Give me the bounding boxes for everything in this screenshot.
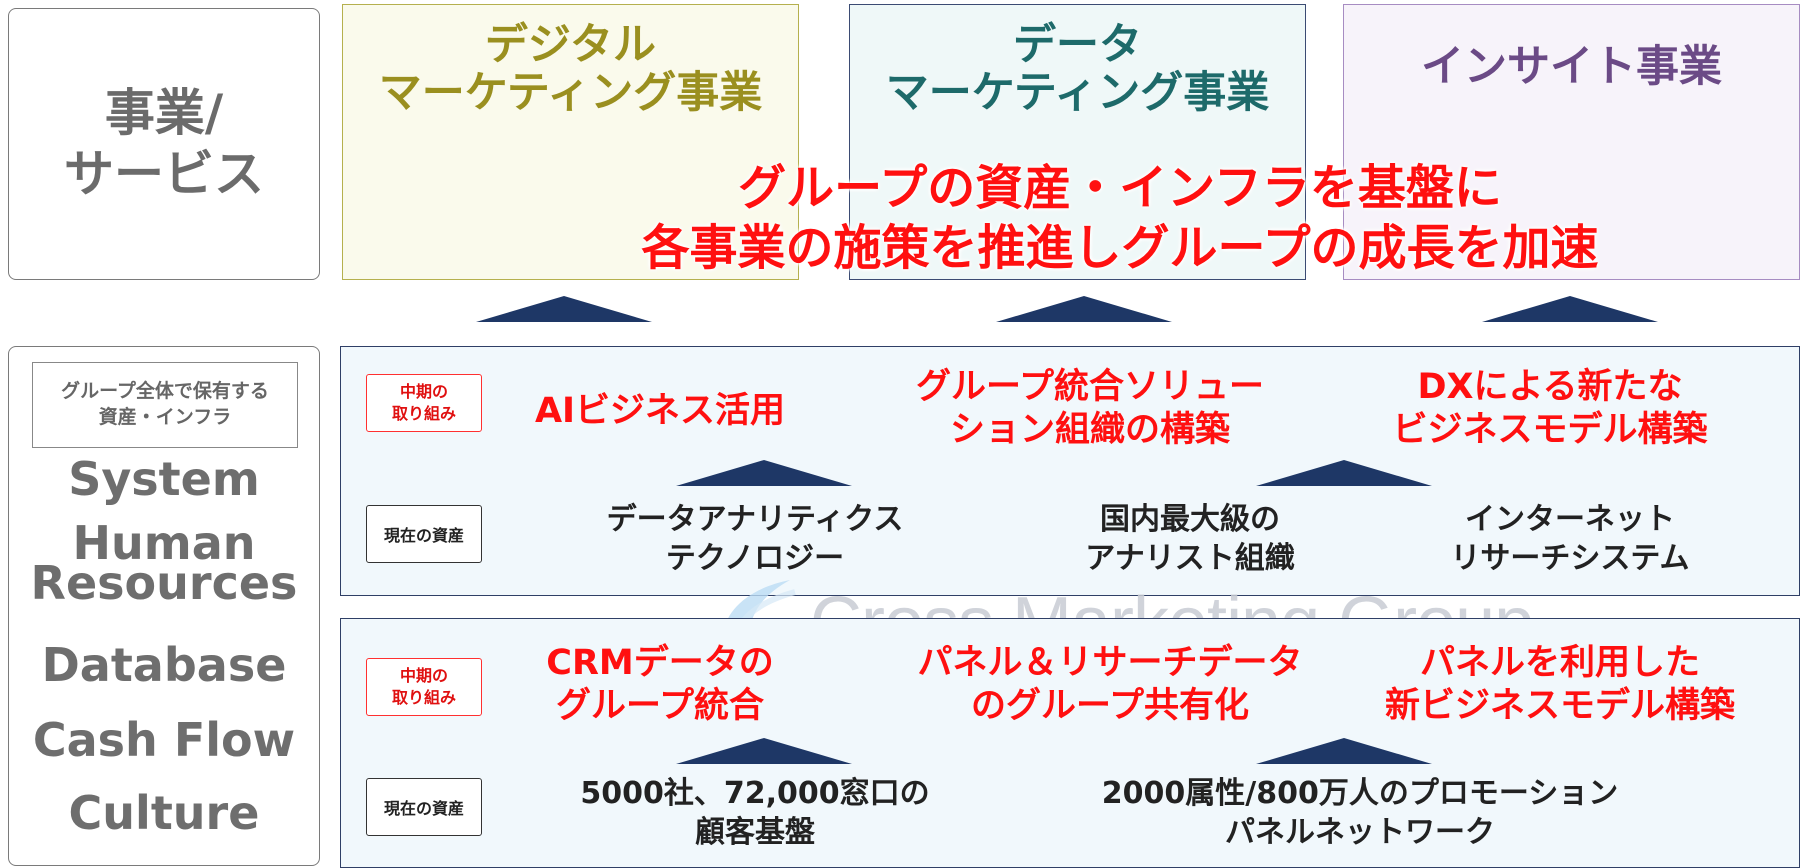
business-box-insight: インサイト事業 (1343, 4, 1800, 280)
current-asset-tag: 現在の資産 (366, 505, 482, 563)
initiative-text: DXによる新たな ビジネスモデル構築 (1392, 367, 1708, 450)
services-box: 事業/ サービス (8, 8, 320, 280)
asset-text: 5000社、72,000窓口の 顧客基盤 (580, 776, 930, 850)
business-title: データ マーケティング事業 (885, 20, 1270, 119)
up-arrow-icon (1482, 296, 1658, 322)
up-arrow-icon (1256, 460, 1432, 486)
message-line-2: 各事業の施策を推進しグループの成長を加速 (641, 220, 1599, 276)
up-arrow-icon (676, 738, 852, 764)
asset-text: インターネット リサーチシステム (1450, 502, 1690, 576)
resource-item: Culture (68, 786, 260, 840)
resource-item: Cash Flow (32, 713, 296, 767)
asset-text: データアナリティクス テクノロジー (606, 502, 904, 576)
message-line-1: グループの資産・インフラを基盤に (738, 160, 1502, 216)
up-arrow-icon (476, 296, 652, 322)
business-title: インサイト事業 (1421, 42, 1722, 92)
business-title: デジタル マーケティング事業 (378, 20, 763, 119)
asset-text: 国内最大級の アナリスト組織 (1085, 502, 1295, 576)
up-arrow-icon (676, 460, 852, 486)
initiative-text: グループ統合ソリュー ション組織の構築 (916, 367, 1264, 450)
initiative-tag: 中期の 取り組み (366, 374, 482, 432)
resource-item: Human Resources (30, 516, 298, 611)
up-arrow-icon (1256, 738, 1432, 764)
resource-item: System (68, 452, 260, 506)
initiative-text: AIビジネス活用 (534, 391, 786, 431)
resource-item: Database (41, 638, 287, 692)
initiative-text: CRMデータの グループ統合 (546, 643, 774, 726)
resources-header: グループ全体で保有する 資産・インフラ (32, 362, 298, 448)
asset-panel-1 (340, 346, 1800, 596)
initiative-text: パネル＆リサーチデータ のグループ共有化 (917, 643, 1303, 726)
up-arrow-icon (996, 296, 1172, 322)
initiative-tag: 中期の 取り組み (366, 658, 482, 716)
asset-text: 2000属性/800万人のプロモーション パネルネットワーク (1101, 776, 1619, 850)
initiative-text: パネルを利用した 新ビジネスモデル構築 (1384, 643, 1735, 726)
business-box-data-marketing: データ マーケティング事業 (849, 4, 1306, 280)
current-asset-tag: 現在の資産 (366, 778, 482, 836)
services-label: 事業/ サービス (64, 84, 264, 203)
business-box-digital-marketing: デジタル マーケティング事業 (342, 4, 799, 280)
